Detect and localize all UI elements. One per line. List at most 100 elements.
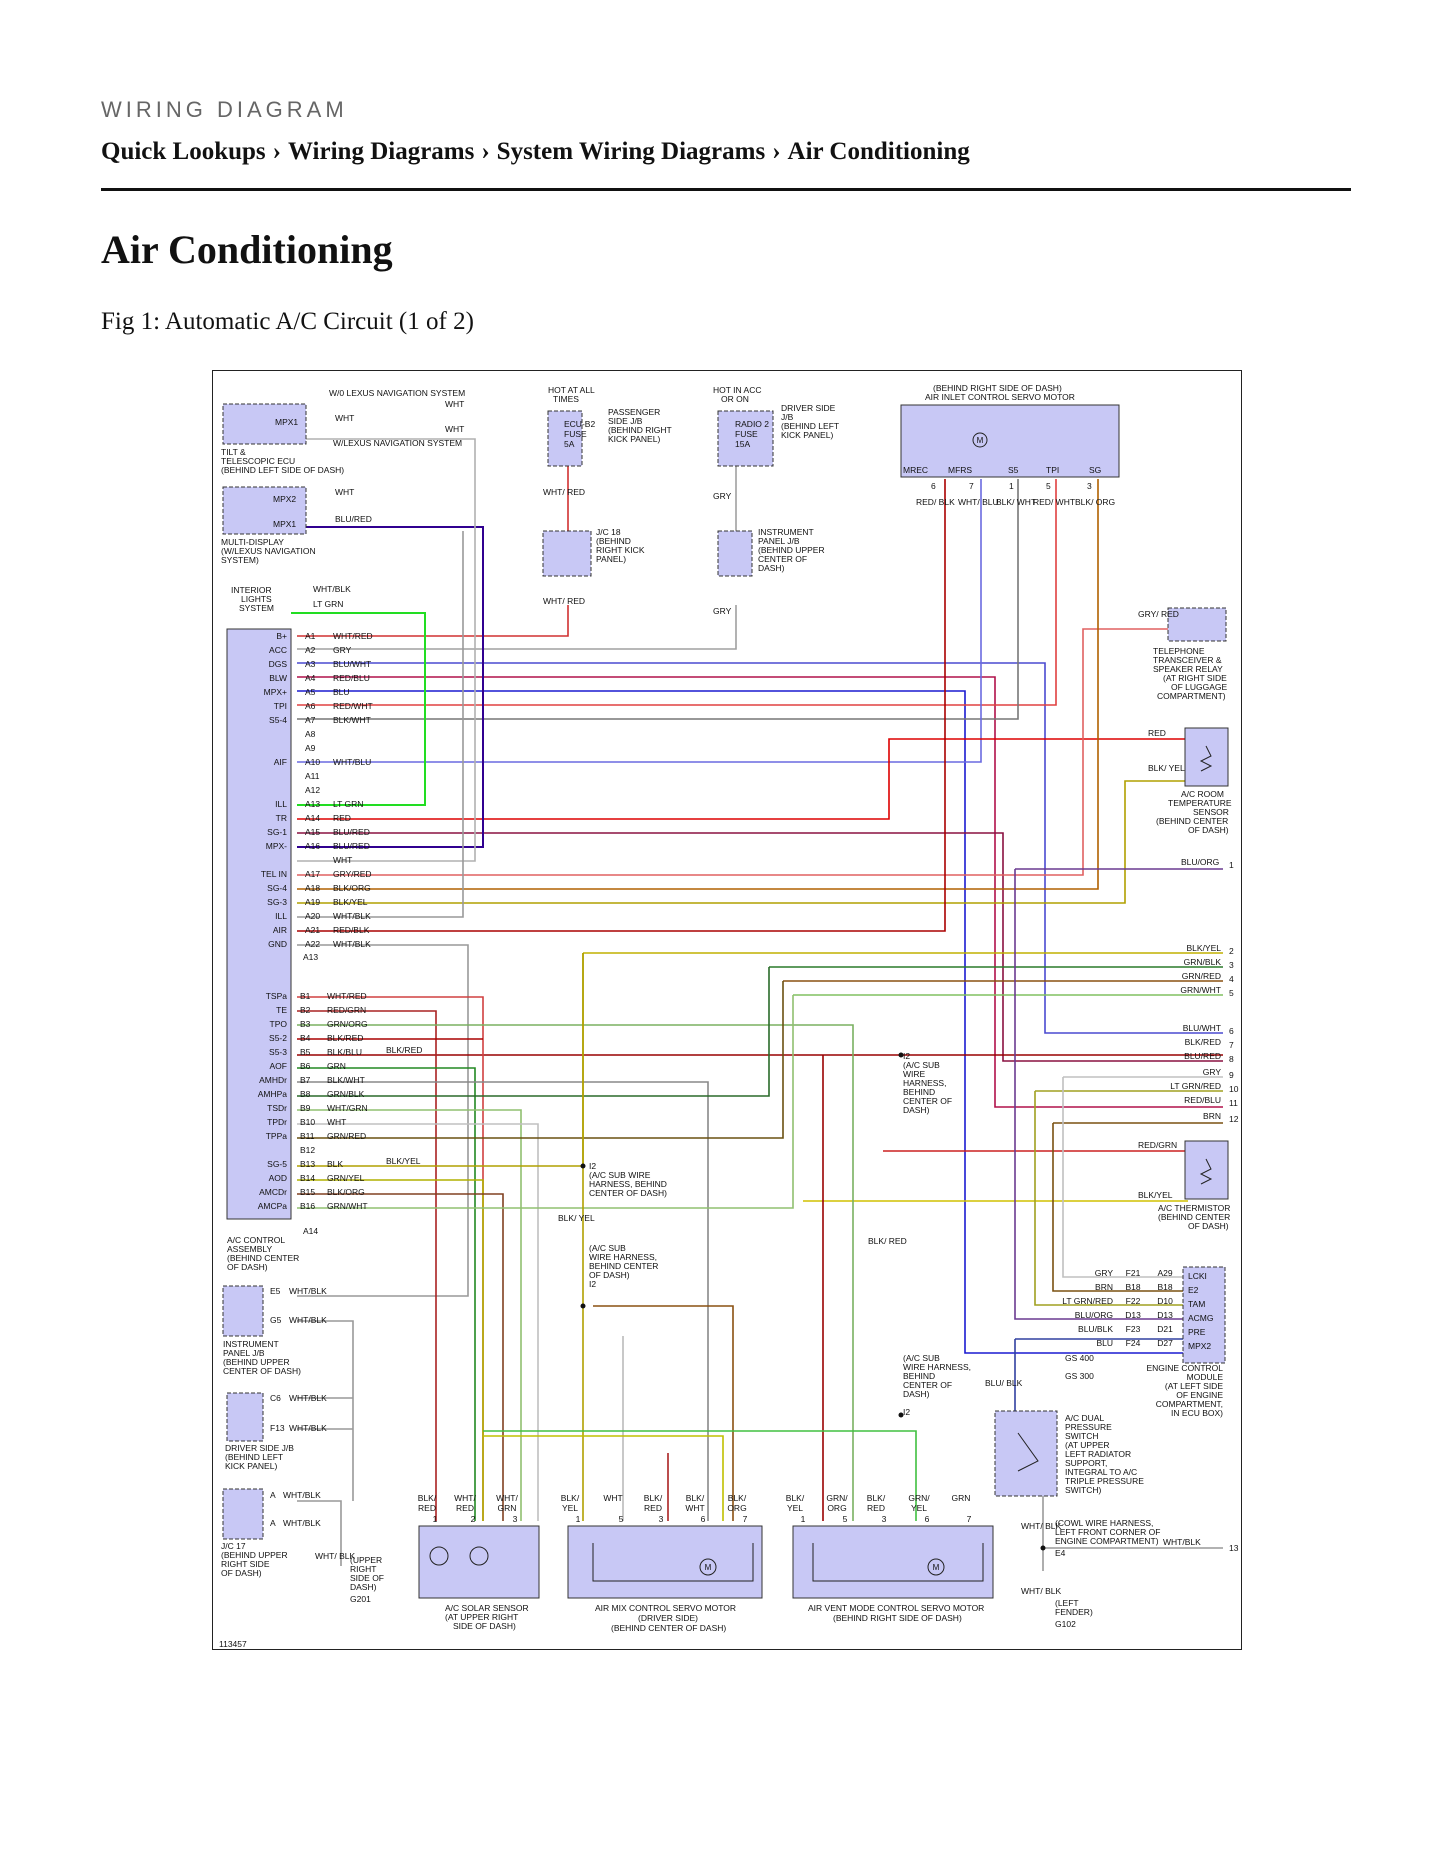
ecm-f-3: D13: [1125, 1310, 1141, 1320]
bottom-pin-1-0: 1: [576, 1514, 581, 1524]
label-tel-6: COMPARTMENT): [1157, 691, 1226, 701]
breadcrumb: Quick Lookups›Wiring Diagrams›System Wir…: [101, 138, 970, 166]
conn-a-pin-3: BLW: [269, 673, 287, 683]
thermistor-box: [1184, 1140, 1229, 1200]
label-servo-w2: WHT/ BLU: [958, 497, 999, 507]
conn-a-id-17: A17: [305, 869, 320, 879]
bottom-wire-labels: BLK/RED1WHT/RED2WHT/GRN3BLK/YEL1WHT5BLK/…: [418, 1493, 972, 1524]
label-dual-8: SWITCH): [1065, 1485, 1102, 1495]
wire-ecm-lcki: [1062, 1077, 1183, 1278]
conn-a-id-18: A18: [305, 883, 320, 893]
label-servo-w5: BLK/ ORG: [1075, 497, 1115, 507]
label-mpx1-b: MPX1: [273, 519, 296, 529]
conn-b-id-6: B7: [300, 1075, 311, 1085]
breadcrumb-wiring-diagrams[interactable]: Wiring Diagrams: [288, 138, 475, 165]
bottom-wire-1-0-b: YEL: [562, 1503, 578, 1513]
wire-b14: [297, 1179, 484, 1521]
wire-ecm-e2: [1052, 1123, 1183, 1292]
conn-a-pin-0: B+: [276, 631, 287, 641]
label-i2d-4: DASH): [903, 1389, 930, 1399]
label-ur-4: G201: [350, 1594, 371, 1604]
breadcrumb-air-conditioning[interactable]: Air Conditioning: [787, 138, 970, 165]
conn-a-id-22: A22: [305, 939, 320, 949]
bottom-wire-2-3-b: YEL: [911, 1503, 927, 1513]
right-list-num-7: 9: [1229, 1070, 1234, 1080]
label-ecu-b2: ECU-B2: [564, 419, 595, 429]
multi-display-box: [222, 486, 307, 535]
label-i2a-2: WIRE: [903, 1069, 926, 1079]
inlet-motor-symbol: [972, 432, 988, 448]
label-solar-1: (AT UPPER RIGHT: [445, 1612, 518, 1622]
wire-a3: [297, 662, 1223, 1034]
bottom-wire-0-0-b: RED: [418, 1503, 436, 1513]
label-hot-all-1: HOT AT ALL: [548, 385, 595, 395]
wire-b1: [297, 996, 484, 1521]
label-jc18-2: (BEHIND: [596, 536, 631, 546]
conn-a-wire-5: RED/WHT: [333, 701, 373, 711]
conn-b-id-1: B2: [300, 1005, 311, 1015]
label-wht-3: WHT: [445, 424, 464, 434]
label-pin-mrec: MREC: [903, 465, 928, 475]
label-a8-wht: WHT: [335, 487, 354, 497]
label-tel-4: (AT RIGHT SIDE: [1163, 673, 1227, 683]
conn-a-id-0: A1: [305, 631, 316, 641]
wire-a7: [297, 479, 1019, 720]
bottom-wire-2-4-a: GRN: [952, 1493, 971, 1503]
ecm-pin-0: LCKI: [1188, 1271, 1207, 1281]
wire-b9: [297, 1109, 522, 1521]
label-bluorg: BLU/ORG: [1181, 857, 1219, 867]
label-jc18-4: PANEL): [596, 554, 626, 564]
bottom-pin-2-3: 6: [925, 1514, 930, 1524]
header-divider: [101, 188, 1351, 191]
label-tel-3: SPEAKER RELAY: [1153, 664, 1223, 674]
label-ecu-fuse: FUSE: [564, 429, 587, 439]
ac-control-connector: [226, 628, 292, 1220]
wire-a14: [297, 738, 1188, 820]
label-ecm-5: IN ECU BOX): [1171, 1408, 1223, 1418]
breadcrumb-quick-lookups[interactable]: Quick Lookups: [101, 138, 266, 165]
bottom-wire-2-0-a: BLK/: [786, 1493, 805, 1503]
wire-b7: [297, 1081, 709, 1521]
conn-b-id-5: B6: [300, 1061, 311, 1071]
label-room-1: A/C ROOM: [1181, 789, 1224, 799]
label-i2a-6: DASH): [903, 1105, 930, 1115]
bottom-pin-0-1: 2: [471, 1514, 476, 1524]
conn-b-pin-0: TSPa: [266, 991, 288, 1001]
bottom-wire-2-3-a: GRN/: [908, 1493, 930, 1503]
label-il-3: SYSTEM: [239, 603, 274, 613]
label-acc-4: OF DASH): [227, 1262, 268, 1272]
inlet-motor-label: M: [977, 436, 984, 445]
conn-b-pin-8: TSDr: [267, 1103, 287, 1113]
conn-a-id-7: A8: [305, 729, 316, 739]
wire-b3: [297, 1024, 854, 1521]
wiring-diagram: M M M W/0 LEXUS NAVIGATION SYSTEM WHT WH…: [212, 370, 1242, 1650]
label-ecm-1: MODULE: [1187, 1372, 1224, 1382]
label-i2c-2: BEHIND CENTER: [589, 1261, 658, 1271]
label-radio-fuse: FUSE: [735, 429, 758, 439]
label-tel-1: TELEPHONE: [1153, 646, 1205, 656]
bottom-wire-0-1-a: WHT/: [454, 1493, 476, 1503]
label-dual-7: TRIPLE PRESSURE: [1065, 1476, 1144, 1486]
solar-sensor-box: [418, 1525, 540, 1599]
label-therm-2: (BEHIND CENTER: [1158, 1212, 1230, 1222]
conn-b-wire-3: BLK/RED: [327, 1033, 363, 1043]
label-servo-loc: (BEHIND RIGHT SIDE OF DASH): [933, 383, 1062, 393]
vent-motor-symbol: [927, 1558, 945, 1576]
breadcrumb-system-wiring-diagrams[interactable]: System Wiring Diagrams: [496, 138, 766, 165]
conn-a-id-10: A11: [305, 771, 320, 781]
label-room-5: OF DASH): [1188, 825, 1229, 835]
right-list-num-6: 8: [1229, 1054, 1234, 1064]
right-list-wire-1: GRN/BLK: [1184, 957, 1222, 967]
wire-vent-6: [483, 1435, 724, 1521]
label-hot-acc-2: OR ON: [721, 394, 749, 404]
label-mpx1: MPX1: [275, 417, 298, 427]
label-b5-blkred: BLK/RED: [386, 1045, 422, 1055]
jc17-box: [222, 1488, 264, 1540]
junction-i2-d: [898, 1412, 904, 1418]
label-i2c-3: OF DASH): [589, 1270, 630, 1280]
label-g5-whtblk: WHT/BLK: [289, 1315, 327, 1325]
label-jc17-1: (BEHIND UPPER: [221, 1550, 288, 1560]
conn-a-pin-5: TPI: [274, 701, 287, 711]
conn-a-wire-0: WHT/RED: [333, 631, 373, 641]
wire-a1: [297, 605, 569, 637]
